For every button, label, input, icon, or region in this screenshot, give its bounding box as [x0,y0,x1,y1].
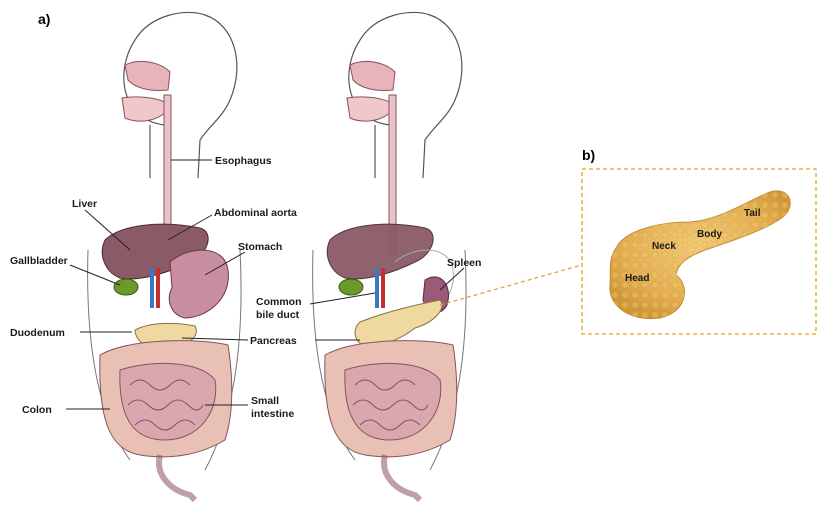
panel-a-label: a) [38,11,50,27]
label-gallbladder: Gallbladder [10,255,68,267]
label-small-intestine-line2: intestine [251,408,294,420]
figure-a-digestive-tract [88,12,241,500]
pancreas-head-label: Head [625,273,649,284]
label-esophagus: Esophagus [215,155,272,167]
bile-duct-leader [310,293,375,304]
label-spleen: Spleen [447,257,481,269]
figure-a-second-view [313,12,466,500]
label-stomach: Stomach [238,241,282,253]
pancreas-neck-label: Neck [652,241,676,252]
pancreas-tail-label: Tail [744,208,761,219]
label-pancreas: Pancreas [250,335,297,347]
label-small-intestine-line1: Small [251,395,279,407]
label-common-bile-duct-line1: Common [256,296,302,308]
panel-b-label: b) [582,147,595,163]
label-colon: Colon [22,404,52,416]
label-abdominal-aorta: Abdominal aorta [214,207,297,219]
label-common-bile-duct-line2: bile duct [256,309,300,321]
pancreas-body-label: Body [697,229,722,240]
label-duodenum: Duodenum [10,327,65,339]
label-liver: Liver [72,198,97,210]
pancreas-gland-illustration [610,191,790,319]
